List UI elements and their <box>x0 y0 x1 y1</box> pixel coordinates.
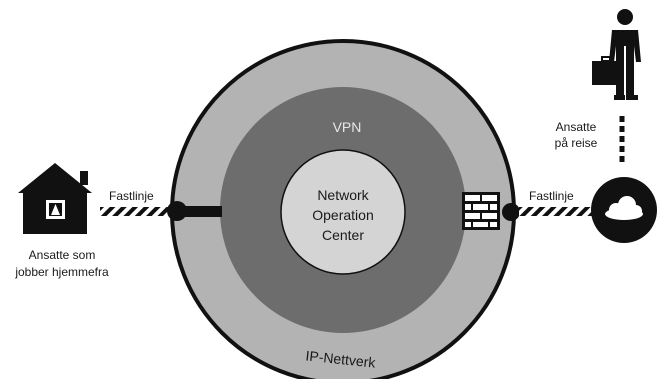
firewall-icon <box>462 192 500 230</box>
house-icon <box>18 163 92 234</box>
noc-circle <box>280 149 406 275</box>
home-workers-label-line-2: jobber hjemmefra <box>14 265 109 279</box>
right-fixed-line <box>519 207 593 216</box>
cloud-icon <box>591 177 657 243</box>
businessman-with-briefcase-icon <box>592 9 641 100</box>
travelers-label-line-2: på reise <box>555 136 598 150</box>
right-fixed-line-label: Fastlinje <box>529 189 574 203</box>
noc-label-line-3: Center <box>322 227 364 243</box>
left-connector-bar <box>176 206 222 217</box>
left-fixed-line-label: Fastlinje <box>109 189 154 203</box>
right-connector-node <box>502 203 520 221</box>
ip-network-label: IP-Nettverk <box>305 347 377 370</box>
left-connector-node <box>167 201 187 221</box>
left-fixed-line <box>100 207 176 216</box>
home-workers-label-line-1: Ansatte som <box>29 248 96 262</box>
noc-label-line-2: Operation <box>312 207 373 223</box>
noc-label-line-1: Network <box>317 187 369 203</box>
vpn-label: VPN <box>333 119 362 135</box>
travelers-label-line-1: Ansatte <box>556 120 597 134</box>
